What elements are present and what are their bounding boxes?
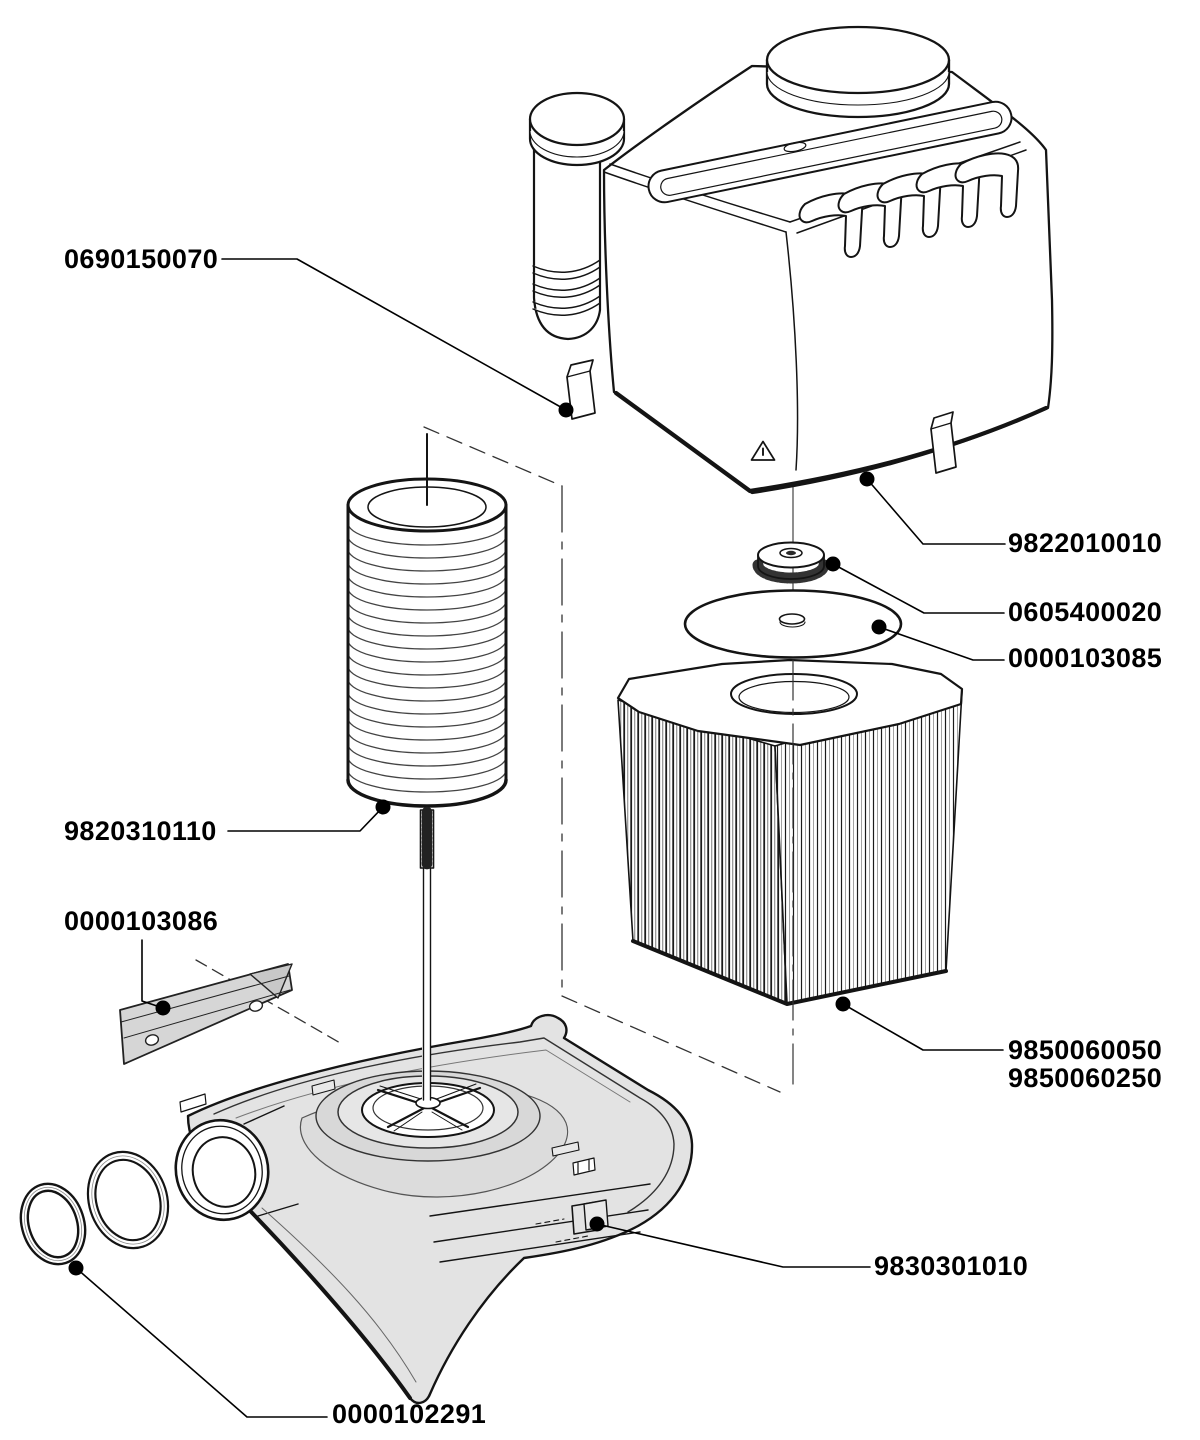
- knurled-nut: [752, 541, 830, 584]
- front-face-contour: [261, 1207, 417, 1383]
- axis-bracket: [195, 959, 343, 1045]
- part-label-9850060250: 9850060250: [1008, 1063, 1163, 1093]
- o-ring-large: [86, 1150, 170, 1250]
- leader-0000103086: [141, 939, 164, 1009]
- leader-dot: [155, 1000, 171, 1016]
- part-label-0000103085: 0000103085: [1008, 643, 1163, 673]
- blower-tube-cap: [528, 91, 626, 147]
- leader-0690150070: [221, 258, 567, 411]
- rim-tab: [551, 1141, 580, 1157]
- leader-0000102291: [75, 1267, 328, 1418]
- cover-top-front-edge: [603, 163, 791, 233]
- rim-clip: [572, 1157, 596, 1176]
- cover-latch-right: [930, 411, 957, 474]
- blower-tube-rings: [532, 259, 601, 316]
- leader-dot: [871, 619, 887, 635]
- part-label-0000103086: 0000103086: [64, 906, 219, 936]
- part-label-9822010010: 9822010010: [1008, 528, 1163, 558]
- pleated-filter-cartridge: [616, 658, 964, 1006]
- filter-rod: [419, 806, 435, 1101]
- leader-dot: [589, 1216, 605, 1232]
- pleated-filter-hole: [730, 673, 858, 715]
- part-label-9830301010: 9830301010: [874, 1251, 1029, 1281]
- motor-cover: [528, 25, 1054, 495]
- leader-dot: [68, 1260, 84, 1276]
- leader-dot: [859, 471, 875, 487]
- part-label-0000102291: 0000102291: [332, 1399, 487, 1429]
- leader-dot: [558, 402, 574, 418]
- blower-tube: [528, 91, 626, 341]
- leader-dots: [68, 402, 887, 1276]
- mounting-bracket: [119, 963, 293, 1065]
- part-label-0690150070: 0690150070: [64, 244, 219, 274]
- top-cap: [765, 25, 951, 119]
- axis-diagonal-lower: [561, 995, 781, 1093]
- leader-9850060050: [842, 1003, 1004, 1051]
- part-label-0605400020: 0605400020: [1008, 597, 1163, 627]
- leader-0000103085: [878, 626, 1005, 661]
- cover-front-corner-edge: [785, 231, 799, 471]
- foam-filter-cylinder: [346, 433, 508, 808]
- leader-lines: [75, 258, 1006, 1418]
- inlet-port: [174, 1105, 299, 1222]
- leader-dot: [375, 799, 391, 815]
- leader-0605400020: [832, 563, 1005, 614]
- leader-9820310110: [227, 806, 384, 832]
- leader-dot: [835, 996, 851, 1012]
- cover-bottom-rim: [613, 390, 1049, 494]
- left-corner-tab: [179, 1093, 207, 1113]
- pleated-face-left: [617, 699, 788, 1004]
- rim-tab-back: [311, 1079, 336, 1096]
- o-ring-small: [19, 1182, 87, 1266]
- cover-latch-left: [566, 359, 596, 420]
- warning-triangle-icon: [750, 440, 776, 461]
- part-label-9850060050: 9850060050: [1008, 1035, 1163, 1065]
- tank-base: [174, 1014, 694, 1405]
- handle-slot: [647, 100, 1013, 204]
- part-label-9820310110: 9820310110: [64, 816, 217, 846]
- leader-dot: [825, 556, 841, 572]
- tank-rim-inner: [213, 1037, 675, 1213]
- handle-slot-hole: [783, 141, 807, 153]
- filter-disc: [683, 589, 903, 659]
- pleated-filter-bottom-edge: [631, 939, 948, 1006]
- leader-9830301010: [596, 1223, 871, 1268]
- leader-9822010010: [866, 478, 1006, 545]
- axis-diagonal-upper: [423, 426, 563, 487]
